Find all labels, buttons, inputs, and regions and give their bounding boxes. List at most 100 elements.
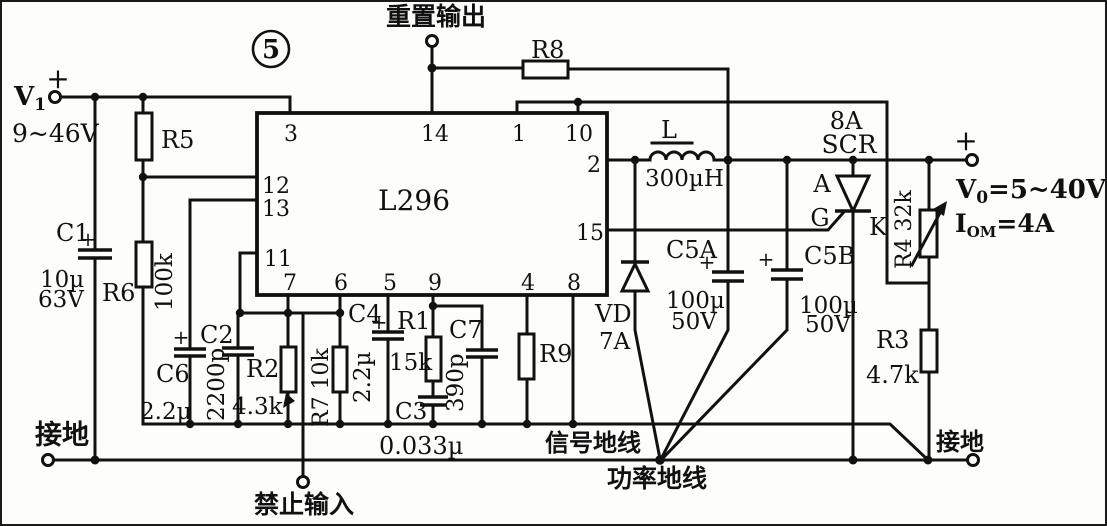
resistor-r9 [517,332,536,381]
iom-label: IOM=4A [955,209,1055,241]
c5b-value1: 100µ [799,293,858,319]
pin-3: 3 [284,122,298,147]
scr-cathode-label: K [869,213,888,241]
c7-value: 390p [443,353,469,412]
capacitor-c6 [174,347,206,358]
diode-vd-symbol [619,260,651,293]
reset-output-terminal [425,34,439,48]
c2-value: 2200p [204,348,230,421]
resistor-bodies [134,59,947,408]
scr-gate-label: G [810,204,829,232]
resistor-r7 [331,345,349,394]
c5b-plus-sign: + [758,247,775,271]
r2-label: R2 [246,355,279,383]
scr-label: SCR [821,130,877,159]
vin-terminal [48,90,62,104]
pin-9: 9 [428,271,442,296]
terminals [41,34,980,489]
vout-label: V0=5~40V [955,175,1105,208]
power-ground-label: 功率地线 [607,464,707,493]
vd-value: 7A [599,329,631,355]
r6-label: R6 [102,279,135,307]
reset-output-label: 重置输出 [386,2,486,31]
pin-11: 11 [264,247,292,272]
r2-arrow-mark [283,393,295,408]
capacitor-c3 [418,395,448,407]
ground-right-label: 接地 [936,429,984,456]
scr-current-rating: 8A [830,107,863,135]
inhibit-input-terminal [296,475,310,489]
pin-1: 1 [512,122,526,147]
c2-label: C2 [200,321,234,349]
ground-right-terminal [966,453,980,467]
pin-8: 8 [567,271,581,296]
c4-value: 2.2µ [350,351,376,403]
r2-value: 4.3k [232,394,284,420]
scr-symbol [834,174,872,215]
capacitor-c2 [222,346,254,357]
c6-label: C6 [156,360,190,388]
pin-6: 6 [334,271,348,296]
c1-label: C1 [56,219,90,247]
c5b-label: C5B [804,242,855,270]
r8-label: R8 [531,36,564,64]
vin-range: 9~46V [12,119,100,148]
circuit-wiring [51,43,970,479]
vout-terminal [965,153,979,167]
r1-label: R1 [397,307,430,335]
r4-label: R4 32k [892,189,917,269]
c1-value2: 63V [38,287,84,313]
figure-number-circle [251,29,291,69]
vin-label: V1 [13,82,46,115]
ground-left-label: 接地 [35,420,89,450]
r4-adjust-arrow [909,201,947,268]
vd-label: VD [594,300,632,328]
capacitor-c7 [466,348,498,359]
r5-label: R5 [161,126,194,154]
junction-dots [90,63,934,465]
c7-label: C7 [449,316,483,344]
component-labels: R5 R6 100k C1 10µ 63V + C6 + 2.2µ C2 220… [38,36,919,460]
pin-13: 13 [262,197,290,222]
c4-label: C4 [348,300,382,328]
inhibit-input-label: 禁止输入 [254,490,354,519]
capacitor-c1 [78,248,112,260]
pin-2: 2 [587,153,601,178]
ic-name: L296 [378,184,450,217]
ic-l296-body [255,111,609,297]
c3-value: 0.033µ [379,432,463,460]
resistor-r1 [424,335,443,383]
pin-14: 14 [421,122,449,147]
signal-ground-label: 信号地线 [545,429,641,457]
c5a-value1: 100µ [666,288,725,314]
c1-plus-sign: + [80,227,97,251]
inductor-label: L [661,116,677,144]
resistor-r6 [134,240,154,289]
r3-value: 4.7k [866,361,919,389]
c6-value: 2.2µ [140,399,192,425]
figure-number: 5 [262,35,280,65]
r9-label: R9 [539,340,572,368]
c6-plus-sign: + [173,325,190,349]
pin-4: 4 [521,271,535,296]
pin-7: 7 [283,271,297,296]
pin-12: 12 [262,174,290,199]
r3-label: R3 [876,326,909,354]
capacitor-c4 [372,330,404,341]
resistor-r3 [919,328,939,374]
capacitor-c5b [771,268,803,281]
vin-plus-sign: + [46,62,69,95]
vout-plus-sign: + [954,124,977,157]
capacitor-c5a [712,270,744,283]
pin-10: 10 [565,122,593,147]
resistor-r8 [521,59,570,80]
c3-label: C3 [395,399,427,425]
c5b-value2: 50V [805,312,851,338]
pin-5: 5 [383,271,397,296]
ground-left-terminal [41,453,55,467]
r6-value: 100k [152,252,178,311]
capacitor-plates [78,248,803,407]
r7-label: R7 10k [309,347,334,427]
